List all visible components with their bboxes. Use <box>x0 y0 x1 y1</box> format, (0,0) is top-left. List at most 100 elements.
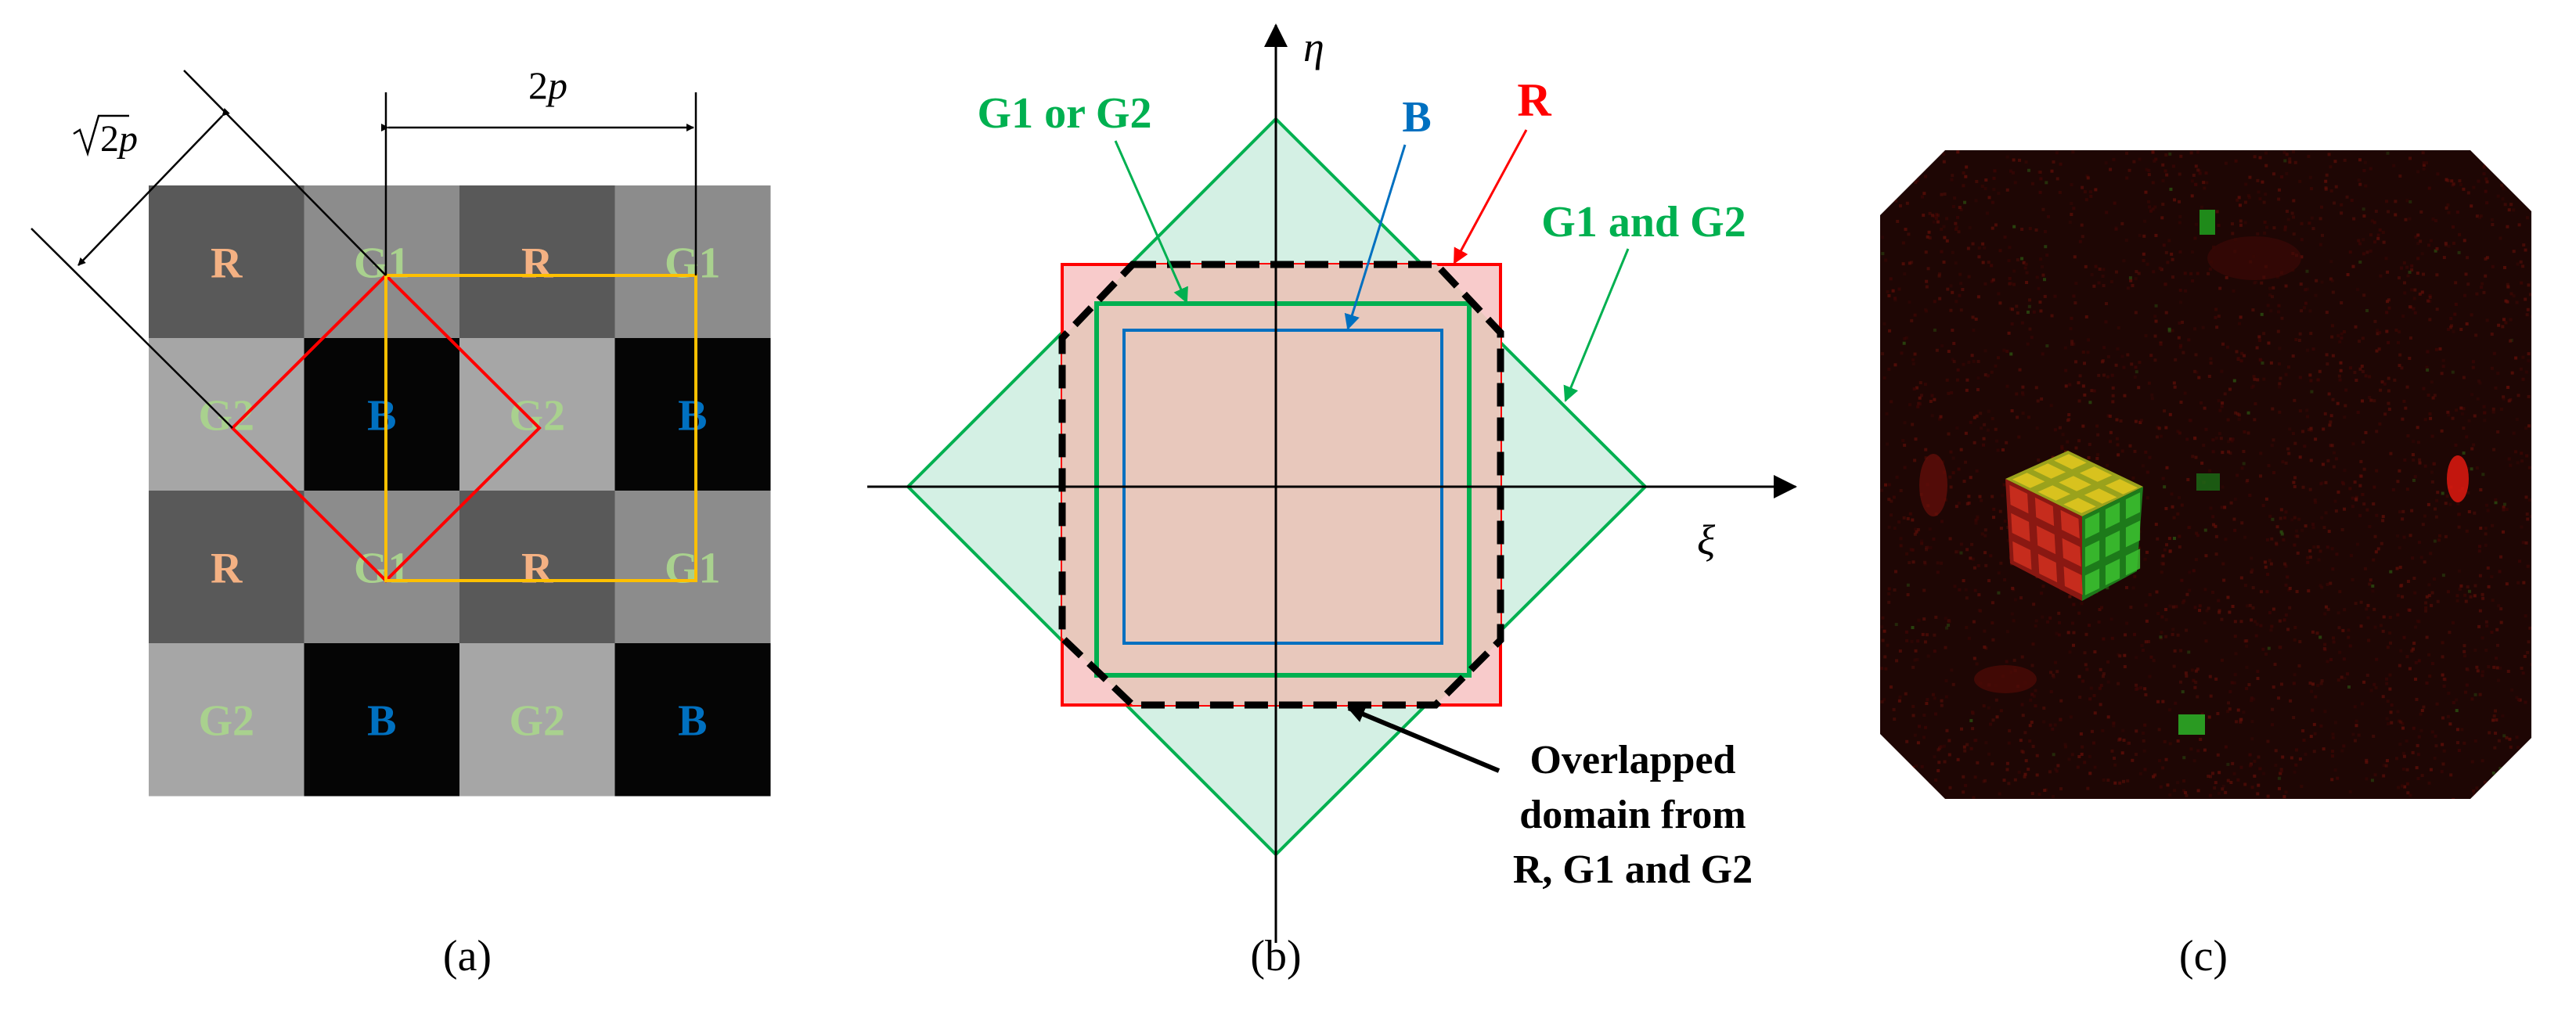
noise-speck <box>2243 782 2247 786</box>
noise-speck <box>2104 302 2108 306</box>
noise-speck <box>2066 631 2070 635</box>
noise-speck <box>2464 272 2468 276</box>
noise-speck <box>2054 768 2058 772</box>
noise-speck <box>2196 150 2200 154</box>
noise-speck <box>2375 513 2379 517</box>
noise-speck <box>1911 765 1915 769</box>
noise-speck <box>1925 285 1929 289</box>
noise-speck <box>1890 513 1893 517</box>
noise-speck <box>2437 534 2441 538</box>
noise-speck <box>2005 441 2009 444</box>
noise-speck <box>2508 737 2512 741</box>
noise-speck <box>2134 365 2138 369</box>
noise-speck <box>2193 606 2197 610</box>
noise-speck <box>2402 535 2406 539</box>
noise-speck <box>2308 556 2312 559</box>
noise-speck <box>2418 461 2422 465</box>
noise-speck <box>2063 743 2067 746</box>
noise-speck <box>2170 492 2174 496</box>
noise-speck <box>1949 450 1953 454</box>
noise-speck <box>1918 402 1922 406</box>
noise-speck <box>1959 207 1963 211</box>
noise-speck <box>2362 441 2365 444</box>
eta-axis-label: η <box>1303 23 1324 70</box>
noise-speck <box>2491 407 2495 411</box>
noise-speck <box>2499 408 2503 412</box>
noise-speck <box>2049 690 2053 694</box>
noise-speck <box>2309 459 2313 462</box>
noise-speck <box>2425 161 2429 165</box>
noise-speck <box>2088 624 2091 628</box>
noise-speck <box>1886 290 1890 293</box>
noise-speck <box>1936 214 1940 218</box>
noise-speck <box>2202 444 2206 448</box>
noise-speck <box>2324 186 2328 190</box>
cube-sticker <box>2059 476 2091 491</box>
noise-speck <box>1940 344 1944 347</box>
noise-speck <box>2314 500 2318 504</box>
noise-speck <box>2078 239 2082 243</box>
noise-speck <box>2441 743 2444 746</box>
noise-speck <box>2120 354 2124 358</box>
noise-speck <box>2012 158 2016 162</box>
noise-speck <box>1955 505 1958 509</box>
noise-speck <box>2376 547 2380 551</box>
noise-speck <box>1948 475 1952 479</box>
noise-speck <box>2358 484 2362 487</box>
noise-speck <box>1943 192 1947 196</box>
noise-speck <box>2483 780 2487 784</box>
noise-speck <box>1922 588 1926 592</box>
noise-speck <box>2524 248 2527 252</box>
top-glow <box>2207 236 2301 280</box>
noise-speck <box>2208 268 2212 272</box>
noise-speck <box>2507 208 2511 212</box>
noise-speck <box>2521 541 2525 545</box>
noise-speck <box>1901 438 1905 442</box>
grid-cell-g2 <box>149 338 304 491</box>
noise-speck <box>2517 746 2520 750</box>
noise-speck <box>2239 620 2243 624</box>
noise-speck <box>2499 767 2502 771</box>
rubiks-cube <box>2005 451 2143 601</box>
noise-speck <box>2487 585 2491 588</box>
noise-speck <box>2006 538 2010 542</box>
noise-speck <box>2207 272 2210 275</box>
noise-speck <box>2145 496 2149 500</box>
noise-speck <box>2055 151 2059 155</box>
noise-speck <box>1940 561 1944 565</box>
noise-speck <box>2527 283 2531 287</box>
noise-speck <box>2484 527 2488 531</box>
label-overlap-domain: Overlapped domain from R, G1 and G2 <box>1513 738 1753 892</box>
cube-sticker <box>2125 520 2141 548</box>
noise-speck <box>2416 257 2420 261</box>
noise-speck <box>2144 603 2148 607</box>
noise-speck <box>2289 699 2293 703</box>
noise-speck <box>2364 184 2368 188</box>
noise-speck <box>2383 382 2387 386</box>
noise-speck <box>2102 346 2106 350</box>
noise-speck <box>2236 198 2239 202</box>
noise-speck <box>2160 615 2164 619</box>
noise-speck <box>2392 164 2396 167</box>
noise-speck <box>2009 169 2012 173</box>
noise-speck <box>2496 678 2500 682</box>
noise-speck <box>2329 581 2333 585</box>
noise-speck <box>1897 189 1901 193</box>
noise-speck <box>2405 385 2409 389</box>
noise-speck <box>2174 701 2178 705</box>
noise-speck <box>2359 459 2363 463</box>
noise-speck <box>2214 677 2218 681</box>
cube-sticker <box>2105 502 2120 530</box>
noise-speck <box>2196 534 2200 538</box>
noise-speck <box>2490 218 2494 221</box>
noise-speck <box>2170 252 2174 256</box>
noise-speck <box>2444 502 2448 505</box>
noise-speck <box>2250 556 2254 560</box>
overlap-octagon <box>1062 264 1501 705</box>
noise-speck <box>2088 697 2092 701</box>
noise-speck <box>1916 741 1920 745</box>
noise-speck <box>2185 592 2189 596</box>
noise-speck <box>2226 779 2230 782</box>
noise-speck <box>2126 779 2130 782</box>
noise-speck <box>2262 200 2266 204</box>
